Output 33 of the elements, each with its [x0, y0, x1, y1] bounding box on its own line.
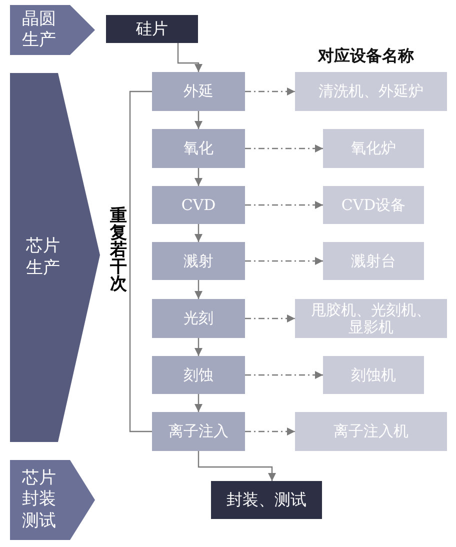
edge-label: 重复若干次: [110, 208, 127, 293]
arrow: [245, 314, 295, 322]
column-heading: 对应设备名称: [318, 46, 414, 67]
stage-banner: [10, 5, 95, 55]
process-box: CVD: [152, 186, 245, 224]
arrow: [177, 43, 202, 72]
process-box: 光刻: [152, 299, 245, 338]
arrow: [245, 428, 295, 436]
process-box: 封装、测试: [211, 481, 322, 519]
process-box: 离子注入: [152, 412, 245, 451]
repeat-bracket-line: [129, 90, 152, 432]
arrow: [245, 201, 323, 209]
arrow: [245, 257, 323, 265]
arrow: [245, 88, 295, 96]
arrow: [194, 168, 202, 186]
arrow: [245, 144, 323, 152]
stage-band: [10, 73, 100, 442]
stage-label: 芯片封装测试: [22, 468, 57, 532]
stage-label: 芯片生产: [26, 236, 61, 279]
process-box: 外延: [152, 72, 245, 111]
arrow: [194, 224, 202, 242]
stage-banner: [10, 460, 95, 540]
process-box: 溅射: [152, 242, 245, 280]
arrow: [194, 394, 202, 412]
arrow: [194, 280, 202, 299]
process-box: 刻蚀: [152, 356, 245, 394]
process-box: 氧化: [152, 129, 245, 168]
arrow: [194, 338, 202, 356]
stage-label: 晶圆生产: [22, 8, 57, 52]
arrow: [194, 111, 202, 129]
process-box: 硅片: [106, 15, 198, 43]
arrow: [245, 371, 323, 379]
arrow: [198, 451, 276, 481]
